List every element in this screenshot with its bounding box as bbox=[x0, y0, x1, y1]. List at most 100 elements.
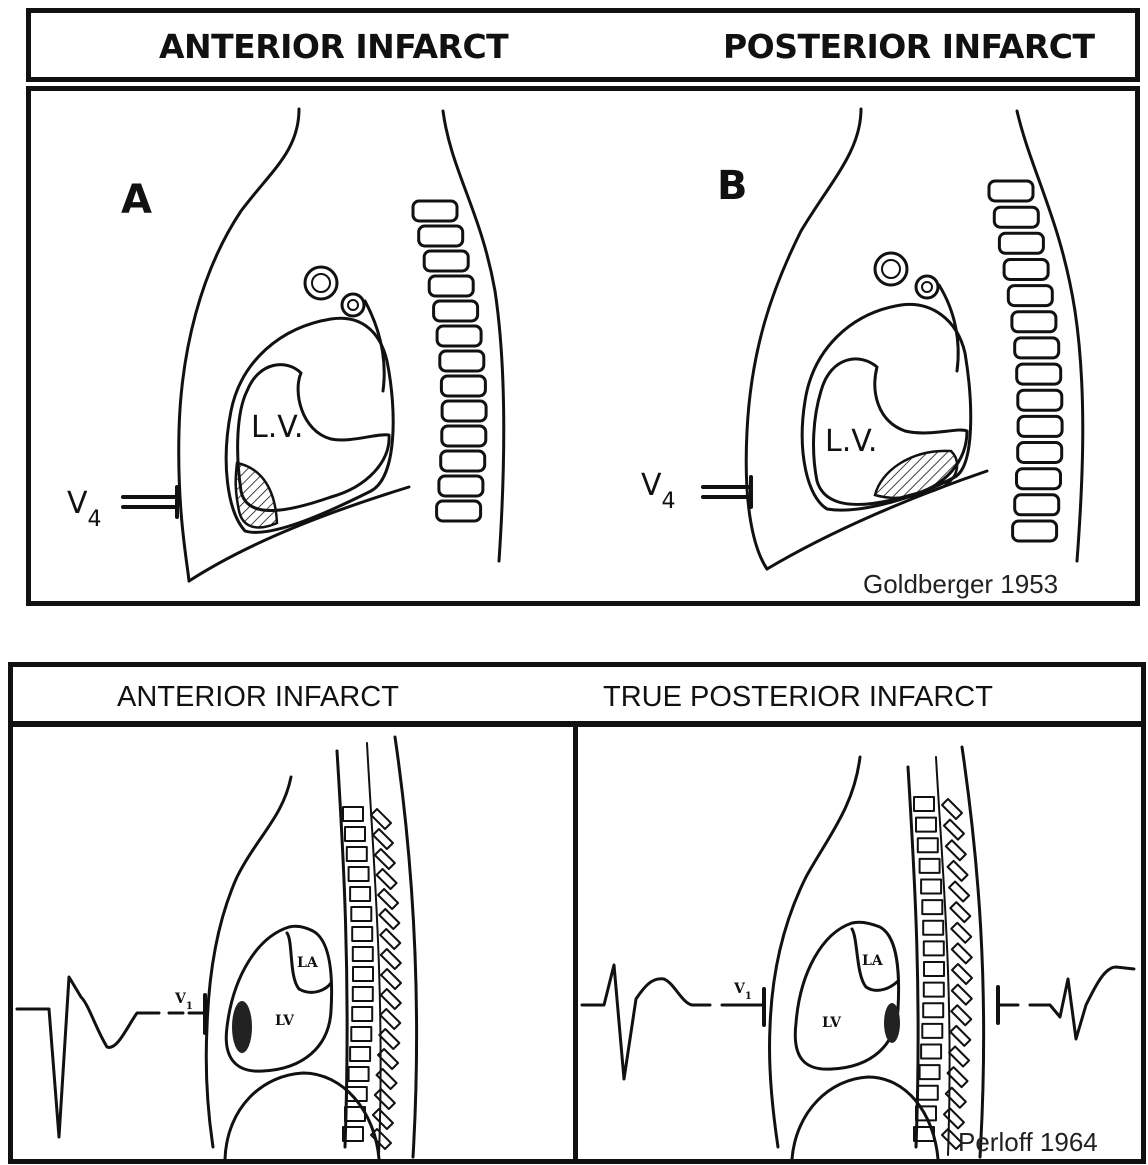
bottom-left-spinous-process bbox=[381, 949, 401, 969]
bottom-left-vertebral-body bbox=[353, 947, 373, 961]
bottom-left-spine-back bbox=[395, 737, 417, 1157]
bottom-right-vertebral-body bbox=[924, 962, 944, 976]
bottom-right-vertebral-body bbox=[918, 838, 938, 852]
panel-b-vertebra bbox=[1015, 338, 1059, 358]
bottom-right-spinous-process bbox=[950, 902, 970, 922]
bottom-right-panel: V1 LA LV Perloff 1964 bbox=[573, 722, 1146, 1164]
panel-b-drawing: B L.V. V4 bbox=[641, 109, 1083, 569]
bottom-right-v1-subscript: 1 bbox=[745, 991, 752, 1002]
top-credit: Goldberger 1953 bbox=[863, 569, 1058, 600]
bottom-left-spinous-process bbox=[371, 1129, 391, 1149]
bottom-left-spinal-canal bbox=[367, 743, 381, 1155]
bottom-right-heart-outline bbox=[795, 922, 898, 1069]
bottom-right-vertebral-body bbox=[924, 941, 944, 955]
bottom-left-lv-label: LV bbox=[275, 1013, 295, 1029]
panel-a-infarct-zone bbox=[236, 463, 277, 527]
panel-b-aorta-inner bbox=[882, 260, 900, 278]
panel-a-v4-subscript: 4 bbox=[88, 507, 102, 532]
panel-a-vertebra bbox=[413, 201, 457, 221]
bottom-right-vertebral-body bbox=[920, 1065, 940, 1079]
bottom-left-vertebral-body bbox=[351, 907, 371, 921]
bottom-left-spinous-process bbox=[380, 1009, 400, 1029]
panel-b-spine bbox=[989, 181, 1062, 541]
bottom-left-spinous-process bbox=[373, 829, 393, 849]
bottom-right-spinous-process bbox=[952, 943, 972, 963]
bottom-left-spinous-process bbox=[380, 929, 400, 949]
top-title-anterior: ANTERIOR INFARCT bbox=[159, 27, 508, 66]
bottom-left-v1-subscript: 1 bbox=[186, 1001, 193, 1012]
bottom-left-la-label: LA bbox=[297, 955, 319, 971]
top-title-bar: ANTERIOR INFARCT POSTERIOR INFARCT bbox=[26, 8, 1140, 82]
bottom-left-vertebral-body bbox=[353, 967, 373, 981]
panel-a-vertebra bbox=[429, 276, 473, 296]
bottom-right-spinous-process bbox=[949, 882, 969, 902]
panel-a-v4-electrode bbox=[123, 487, 177, 517]
bottom-left-vertebral-body bbox=[343, 807, 363, 821]
panel-a-lv-label: L.V. bbox=[251, 410, 303, 445]
panel-b-lower-chest-line bbox=[767, 471, 987, 569]
bottom-right-vertebral-body bbox=[923, 921, 943, 935]
bottom-right-ecg-trace bbox=[582, 965, 710, 1079]
bottom-right-spinous-process bbox=[946, 840, 966, 860]
panel-a-vertebra bbox=[441, 376, 485, 396]
panel-a-v4-label: V4 bbox=[67, 486, 102, 532]
panel-b-lv-label: L.V. bbox=[825, 424, 877, 459]
top-diagram-svg: A L.V. V4 B L.V. V4 bbox=[31, 91, 1135, 601]
panel-a-letter: A bbox=[121, 177, 152, 223]
bottom-right-vertebral-body bbox=[920, 859, 940, 873]
bottom-right-spinous-process bbox=[949, 1047, 969, 1067]
bottom-left-spinous-process bbox=[381, 969, 401, 989]
bottom-right-infarct-zone bbox=[884, 1003, 900, 1043]
panel-a-drawing: A L.V. V4 bbox=[67, 109, 504, 581]
panel-a-pulmonary-vessel bbox=[342, 294, 364, 316]
panel-b-vertebra bbox=[1013, 521, 1057, 541]
bottom-left-v1-label: V1 bbox=[174, 991, 193, 1012]
bottom-left-panel: V1 LA LV bbox=[8, 722, 579, 1164]
bottom-left-spine-segments bbox=[343, 807, 401, 1149]
panel-a-vertebra bbox=[440, 351, 484, 371]
bottom-right-vertebral-body bbox=[922, 1024, 942, 1038]
bottom-left-vertebral-body bbox=[350, 887, 370, 901]
bottom-left-svg: V1 LA LV bbox=[13, 727, 574, 1159]
panel-a-vertebra bbox=[441, 451, 485, 471]
bottom-right-spinous-process bbox=[948, 1067, 968, 1087]
panel-b-vertebra bbox=[1004, 260, 1048, 280]
bottom-right-spinous-process bbox=[952, 985, 972, 1005]
panel-a-aorta-inner bbox=[312, 274, 330, 292]
bottom-left-spinous-process bbox=[379, 909, 399, 929]
panel-b-aorta bbox=[875, 253, 907, 285]
panel-b-vertebra bbox=[1018, 443, 1062, 463]
bottom-left-vertebral-body bbox=[350, 1047, 370, 1061]
bottom-right-spinous-process bbox=[944, 820, 964, 840]
bottom-title-anterior: ANTERIOR INFARCT bbox=[117, 681, 399, 714]
panel-b-pulmonary-inner bbox=[922, 282, 932, 292]
panel-b-vertebra bbox=[1018, 416, 1062, 436]
bottom-left-vertebral-body bbox=[353, 987, 373, 1001]
bottom-right-spinous-process bbox=[952, 964, 972, 984]
bottom-left-vertebral-body bbox=[351, 1027, 371, 1041]
panel-b-pulmonary-vessel bbox=[916, 276, 938, 298]
bottom-right-spinous-process bbox=[950, 1026, 970, 1046]
bottom-right-spinous-process bbox=[951, 1005, 971, 1025]
bottom-right-la-label: LA bbox=[862, 953, 884, 969]
panel-a-aorta bbox=[305, 267, 337, 299]
bottom-right-vertebral-body bbox=[922, 900, 942, 914]
bottom-left-spinous-process bbox=[381, 989, 401, 1009]
bottom-left-spinous-process bbox=[379, 1029, 399, 1049]
bottom-right-spinous-process bbox=[951, 923, 971, 943]
bottom-right-vertebral-body bbox=[914, 797, 934, 811]
panel-a-vertebra bbox=[437, 501, 481, 521]
panel-a-pulmonary-inner bbox=[348, 300, 358, 310]
panel-b-vertebra bbox=[1017, 364, 1061, 384]
panel-b-vertebra bbox=[1018, 390, 1062, 410]
bottom-right-posterior-ecg bbox=[998, 967, 1134, 1039]
panel-a-vertebra bbox=[437, 326, 481, 346]
bottom-left-spinous-process bbox=[373, 1109, 393, 1129]
bottom-right-vertebral-body bbox=[918, 1086, 938, 1100]
bottom-left-spinous-process bbox=[377, 869, 397, 889]
bottom-right-vertebral-body bbox=[924, 983, 944, 997]
panel-b-vertebra bbox=[989, 181, 1033, 201]
bottom-left-vertebral-body bbox=[347, 847, 367, 861]
panel-b-v4-subscript: 4 bbox=[662, 489, 676, 514]
panel-a-vertebra bbox=[419, 226, 463, 246]
